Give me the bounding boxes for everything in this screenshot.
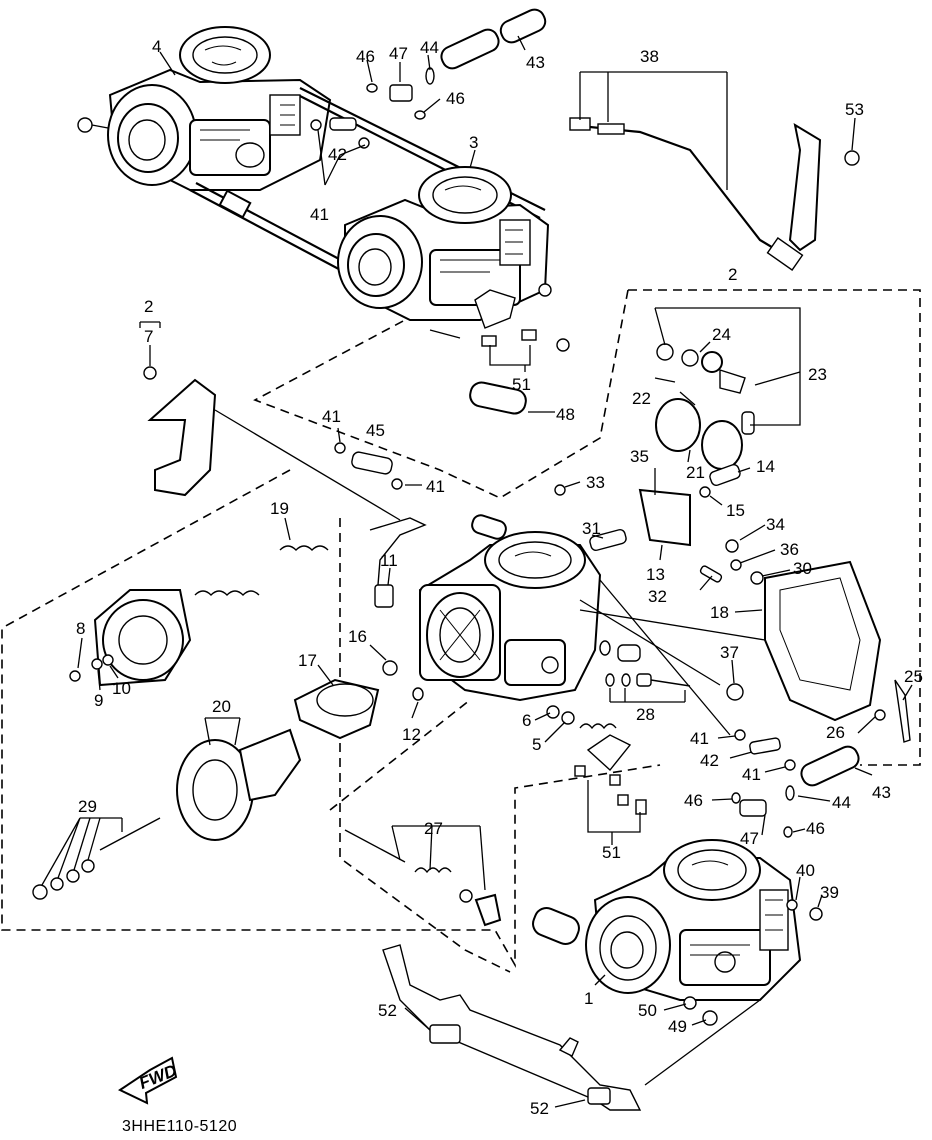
- callout-4: 4: [152, 37, 161, 56]
- callout-42: 42: [328, 145, 347, 164]
- callout-41: 41: [742, 765, 761, 784]
- callout-10: 10: [112, 679, 131, 698]
- diagram-code: 3HHE110-5120: [122, 1118, 238, 1135]
- callout-41: 41: [426, 477, 445, 496]
- callout-44: 44: [832, 793, 851, 812]
- callout-2: 2: [144, 297, 153, 316]
- callout-11: 11: [380, 551, 398, 570]
- callout-2: 2: [728, 265, 737, 284]
- callout-13: 13: [646, 565, 665, 584]
- callout-41: 41: [690, 729, 709, 748]
- callout-46: 46: [684, 791, 703, 810]
- pilot-screw-parts: [546, 673, 691, 772]
- callout-40: 40: [796, 861, 815, 880]
- callout-20: 20: [212, 697, 231, 716]
- callout-1: 1: [584, 989, 593, 1008]
- callout-43: 43: [526, 53, 545, 72]
- callout-17: 17: [298, 651, 317, 670]
- callout-45: 45: [366, 421, 385, 440]
- cover-plate-18: [726, 560, 911, 743]
- callout-24: 24: [712, 325, 731, 344]
- fwd-arrow: FWD: [117, 1056, 179, 1105]
- carburetor-1: [532, 839, 823, 1026]
- callout-33: 33: [586, 473, 605, 492]
- mid-left-small-parts: [334, 329, 570, 540]
- callout-29: 29: [78, 797, 97, 816]
- callout-41: 41: [322, 407, 341, 426]
- callout-7: 7: [144, 327, 153, 346]
- callout-16: 16: [348, 627, 367, 646]
- callout-12: 12: [402, 725, 421, 744]
- callout-52: 52: [530, 1099, 549, 1118]
- callout-52: 52: [378, 1001, 397, 1020]
- callout-26: 26: [826, 723, 845, 742]
- fwd-label: FWD: [136, 1061, 179, 1093]
- callout-39: 39: [820, 883, 839, 902]
- callout-41: 41: [310, 205, 329, 224]
- callout-14: 14: [756, 457, 775, 476]
- callout-51: 51: [512, 375, 531, 394]
- callout-31: 31: [582, 519, 601, 538]
- carburetor-4: [77, 26, 332, 191]
- lower-51-parts: [574, 765, 647, 815]
- callout-47: 47: [389, 44, 408, 63]
- callout-27: 27: [424, 819, 443, 838]
- carburetor-3: [337, 166, 552, 339]
- callout-47: 47: [740, 829, 759, 848]
- callout-8: 8: [76, 619, 85, 638]
- callout-42: 42: [700, 751, 719, 770]
- link-rod-52: [382, 944, 642, 1111]
- callout-51: 51: [602, 843, 621, 862]
- throttle-cable-38: [569, 117, 804, 271]
- callout-9: 9: [94, 691, 103, 710]
- callout-5: 5: [532, 735, 541, 754]
- callout-34: 34: [766, 515, 785, 534]
- needle-jet-parts-27: [344, 829, 502, 927]
- top-small-parts: [310, 8, 547, 149]
- diaphragm-group-parts: [32, 545, 380, 900]
- callout-46: 46: [446, 89, 465, 108]
- carburetor-center: [369, 517, 641, 702]
- callout-46: 46: [356, 47, 375, 66]
- callout-50: 50: [638, 1001, 657, 1020]
- callout-23: 23: [808, 365, 827, 384]
- callout-46: 46: [806, 819, 825, 838]
- bracket-7: [143, 366, 401, 521]
- callout-44: 44: [420, 38, 439, 57]
- callout-37: 37: [720, 643, 739, 662]
- callout-43: 43: [872, 783, 891, 802]
- callout-22: 22: [632, 389, 651, 408]
- right-mid-small-parts: [731, 729, 860, 838]
- callout-18: 18: [710, 603, 729, 622]
- callout-35: 35: [630, 447, 649, 466]
- callout-36: 36: [780, 540, 799, 559]
- choke-group-parts: [554, 343, 764, 585]
- callout-30: 30: [793, 559, 812, 578]
- callout-53: 53: [845, 100, 864, 119]
- callout-15: 15: [726, 501, 745, 520]
- callout-labels: 4 46 47 44 43 46 38 53 3 42 41 2 2 7 51 …: [76, 37, 923, 1118]
- callout-19: 19: [270, 499, 289, 518]
- callout-21: 21: [686, 463, 705, 482]
- callout-28: 28: [636, 705, 655, 724]
- callout-48: 48: [556, 405, 575, 424]
- callout-49: 49: [668, 1017, 687, 1036]
- center-leaders: [579, 579, 766, 736]
- callout-25: 25: [904, 667, 923, 686]
- callout-leaders: [41, 35, 913, 1108]
- callout-6: 6: [522, 711, 531, 730]
- bracket-53: [788, 122, 860, 252]
- callout-3: 3: [469, 133, 478, 152]
- callout-38: 38: [640, 47, 659, 66]
- callout-32: 32: [648, 587, 667, 606]
